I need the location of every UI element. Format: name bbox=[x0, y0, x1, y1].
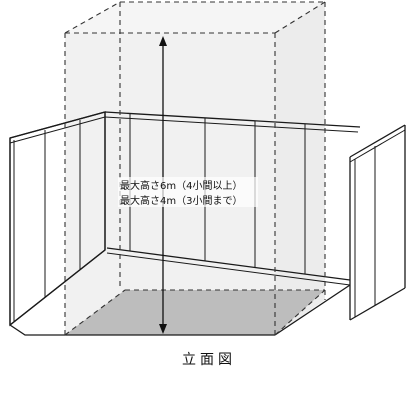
label-backing bbox=[118, 177, 258, 207]
floor-fill bbox=[65, 290, 325, 335]
volume-edge bbox=[64, 1, 121, 34]
arrow-head-up bbox=[159, 36, 167, 46]
left-wall bbox=[9, 111, 106, 327]
volume-edge bbox=[64, 289, 126, 336]
right-top-rail-inner bbox=[349, 129, 406, 163]
back-bottom-rail bbox=[106, 247, 351, 281]
floor-right-edge bbox=[274, 284, 351, 336]
caption-elevation: 立面図 bbox=[182, 352, 236, 368]
volume-edge bbox=[274, 1, 326, 34]
label-max-height-6m: 最大高さ6m（4小間以上） bbox=[120, 179, 242, 192]
back-top-rail bbox=[104, 111, 361, 128]
left-top-rail bbox=[9, 111, 106, 139]
back-top-rail-inner bbox=[104, 116, 359, 133]
right-wall bbox=[349, 124, 406, 321]
arrow-head-down bbox=[159, 324, 167, 334]
volume-right-face bbox=[275, 2, 325, 335]
left-bottom-rail bbox=[9, 249, 106, 326]
volume-edge bbox=[274, 289, 326, 336]
right-bottom-rail bbox=[349, 287, 406, 321]
left-top-rail-inner bbox=[9, 116, 106, 144]
height-volume-outline bbox=[64, 1, 326, 336]
right-wall-panel bbox=[350, 128, 405, 315]
floor-front-edge bbox=[9, 324, 275, 336]
volume-top-face bbox=[65, 2, 325, 33]
right-top-rail bbox=[349, 124, 406, 158]
label-max-height-4m: 最大高さ4m（3小間まで） bbox=[120, 194, 242, 207]
back-bottom-rail-inner bbox=[106, 252, 351, 286]
